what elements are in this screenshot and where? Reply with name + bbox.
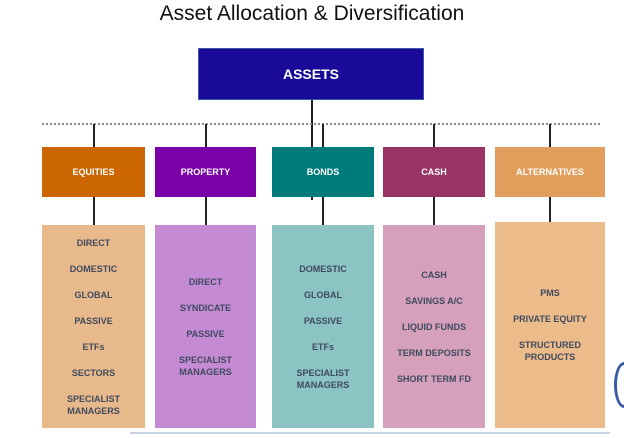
footer-line bbox=[130, 432, 610, 434]
detail-box-property: DIRECT SYNDICATE PASSIVE SPECIALIST MANAGER… bbox=[155, 225, 256, 428]
category-property: PROPERTY bbox=[155, 147, 256, 197]
connector bbox=[93, 197, 95, 225]
list-item: CASH bbox=[421, 269, 447, 280]
list-item: TERM DEPOSITS bbox=[397, 347, 471, 358]
connector bbox=[205, 124, 207, 147]
detail-box-alternatives: PMS PRIVATE EQUITY STRUCTURED PRODUCTS bbox=[495, 222, 605, 428]
list-item: SPECIALIST MANAGERS bbox=[66, 393, 120, 416]
list-item: GLOBAL bbox=[304, 289, 342, 300]
list-item: PMS bbox=[540, 288, 560, 298]
connector bbox=[433, 124, 435, 147]
seal-logo bbox=[614, 362, 624, 408]
list-item: DOMESTIC bbox=[69, 263, 118, 274]
list-item: GLOBAL bbox=[74, 289, 113, 300]
divider-line bbox=[42, 123, 600, 125]
connector bbox=[93, 124, 95, 147]
list-item: ETFs bbox=[82, 341, 105, 352]
list-item: PRIVATE EQUITY bbox=[513, 314, 587, 324]
connector bbox=[549, 197, 551, 222]
category-bonds: BONDS bbox=[272, 147, 374, 197]
list-item: ETFs bbox=[311, 341, 334, 352]
diagram-title: Asset Allocation & Diversification bbox=[159, 2, 465, 25]
connector bbox=[433, 197, 435, 225]
list-item: SYNDICATE bbox=[179, 302, 232, 313]
connector bbox=[322, 197, 324, 225]
list-item: SHORT TERM FD bbox=[397, 373, 471, 384]
list-item: LIQUID FUNDS bbox=[402, 321, 466, 332]
list-item: DIRECT bbox=[188, 276, 223, 287]
list-item: SPECIALIST MANAGERS bbox=[296, 367, 350, 390]
list-item: SECTORS bbox=[71, 367, 116, 378]
list-item: PASSIVE bbox=[303, 315, 343, 326]
connector bbox=[205, 197, 207, 225]
connector bbox=[322, 124, 324, 147]
list-item: PASSIVE bbox=[74, 315, 113, 326]
detail-box-cash: CASH SAVINGS A/C LIQUID FUNDS TERM DEPOSITS… bbox=[383, 225, 485, 428]
list-item: SPECIALIST MANAGERS bbox=[178, 354, 232, 377]
list-item: DIRECT bbox=[76, 237, 111, 248]
list-item: STRUCTURED PRODUCTS bbox=[519, 340, 581, 362]
list-item: PASSIVE bbox=[186, 328, 225, 339]
category-equities: EQUITIES bbox=[42, 147, 145, 197]
category-cash: CASH bbox=[383, 147, 485, 197]
list-item: DOMESTIC bbox=[299, 263, 347, 274]
category-alternatives: ALTERNATIVES bbox=[495, 147, 605, 197]
list-item: SAVINGS A/C bbox=[405, 295, 463, 306]
assets-root-node: ASSETS bbox=[198, 48, 424, 100]
connector bbox=[549, 124, 551, 147]
